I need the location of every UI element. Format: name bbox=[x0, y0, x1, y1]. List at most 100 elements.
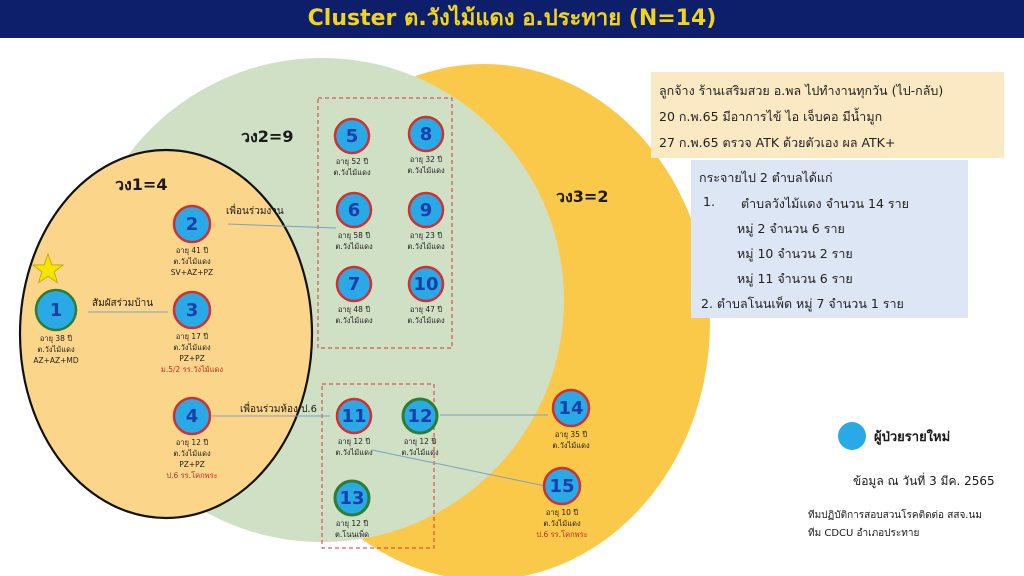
title-bar bbox=[0, 0, 1024, 38]
case-node-detail: ต.วังไม้แดง bbox=[333, 168, 371, 177]
case-node-detail: อายุ 58 ปี bbox=[338, 231, 370, 240]
case-node-detail: อายุ 35 ปี bbox=[555, 430, 587, 439]
case-node-detail: อายุ 12 ปี bbox=[176, 438, 208, 447]
case-node-detail: อายุ 12 ปี bbox=[336, 519, 368, 528]
case-node-detail: อายุ 52 ปี bbox=[336, 157, 368, 166]
case-node-detail: ต.วังไม้แดง bbox=[335, 316, 373, 325]
case-node-school: ป.6 รร.โคกพระ bbox=[536, 530, 587, 539]
case-node-number: 2 bbox=[186, 214, 199, 235]
case-node-circle bbox=[335, 397, 373, 435]
case-node-school: ม.5/2 รร.วังไม้แดง bbox=[161, 365, 224, 374]
team-credit-2: ทีม CDCU อำเภอประทาย bbox=[808, 528, 920, 539]
case-node-detail: PZ+PZ bbox=[179, 460, 205, 469]
case-node-detail: ต.วังไม้แดง bbox=[173, 343, 211, 352]
case-node-circle bbox=[333, 117, 371, 155]
case-node-number: 11 bbox=[341, 406, 366, 427]
relation-household: สัมผัสร่วมบ้าน bbox=[92, 297, 153, 309]
case-node-circle bbox=[335, 265, 373, 303]
relation-coworker: เพื่อนร่วมงาน bbox=[226, 203, 284, 217]
case-node-circle bbox=[333, 479, 371, 517]
case-node-circle bbox=[401, 397, 439, 435]
case-node-circle bbox=[542, 466, 582, 506]
spread-sub-1: หมู่ 2 จำนวน 6 ราย bbox=[737, 221, 845, 236]
case-node-13: 13 อายุ 12 ปีต.โนนเพ็ด bbox=[333, 479, 371, 539]
ring-1 bbox=[18, 148, 314, 520]
case-node-number: 7 bbox=[348, 274, 361, 295]
case-node-circle bbox=[551, 388, 591, 428]
group-box-classmates bbox=[321, 383, 435, 549]
case-node-detail: SV+AZ+PZ bbox=[171, 268, 213, 277]
case-node-2: 2 อายุ 41 ปีต.วังไม้แดง SV+AZ+PZ bbox=[171, 204, 213, 277]
spread-sub-2: หมู่ 10 จำนวน 2 ราย bbox=[737, 246, 853, 261]
case-node-detail: ต.วังไม้แดง bbox=[407, 242, 445, 251]
case-node-detail: อายุ 32 ปี bbox=[410, 155, 442, 164]
link-11-to-15 bbox=[371, 449, 546, 487]
new-case-legend-icon bbox=[838, 422, 866, 450]
spread-item-1: ตำบลวังไม้แดง จำนวน 14 ราย bbox=[741, 196, 909, 211]
case-node-11: 11 อายุ 12 ปีต.วังไม้แดง bbox=[335, 397, 373, 457]
case-node-detail: ต.วังไม้แดง bbox=[407, 166, 445, 175]
case-node-detail: อายุ 23 ปี bbox=[410, 231, 442, 240]
case-node-detail: ต.วังไม้แดง bbox=[335, 448, 373, 457]
case-node-number: 8 bbox=[420, 124, 433, 145]
case-node-number: 12 bbox=[407, 406, 432, 427]
case-node-4: 4 อายุ 12 ปีต.วังไม้แดง PZ+PZ ป.6 รร.โคกพระ bbox=[166, 396, 218, 480]
case-node-detail: อายุ 10 ปี bbox=[546, 508, 578, 517]
case-node-detail: ต.วังไม้แดง bbox=[552, 441, 590, 450]
index-case-star-icon bbox=[31, 252, 65, 284]
spread-item-1-number: 1. bbox=[703, 194, 715, 209]
case-node-8: 8 อายุ 32 ปีต.วังไม้แดง bbox=[407, 115, 445, 175]
case-node-circle bbox=[34, 288, 78, 332]
case-node-detail: ต.วังไม้แดง bbox=[173, 257, 211, 266]
legend-label: ผู้ป่วยรายใหม่ bbox=[874, 430, 951, 445]
case-node-detail: อายุ 41 ปี bbox=[176, 246, 208, 255]
data-date: ข้อมูล ณ วันที่ 3 มีค. 2565 bbox=[853, 474, 995, 488]
relation-classmate: เพื่อนร่วมห้อง ป.6 bbox=[240, 401, 317, 415]
case-node-detail: อายุ 12 ปี bbox=[338, 437, 370, 446]
case-node-detail: ต.วังไม้แดง bbox=[543, 519, 581, 528]
case-node-number: 3 bbox=[186, 300, 199, 321]
case-node-circle bbox=[407, 191, 445, 229]
case-node-number: 13 bbox=[339, 488, 364, 509]
case-node-circle bbox=[172, 396, 212, 436]
case-node-detail: AZ+AZ+MD bbox=[33, 356, 79, 365]
page-title: Cluster ต.วังไม้แดง อ.ประทาย (N=14) bbox=[307, 6, 717, 31]
case-node-detail: ต.โนนเพ็ด bbox=[335, 529, 369, 539]
ring-2-label: วง2=9 bbox=[241, 127, 293, 146]
case-node-detail: อายุ 47 ปี bbox=[410, 305, 442, 314]
case-node-circle bbox=[407, 115, 445, 153]
case-node-detail: ต.วังไม้แดง bbox=[173, 449, 211, 458]
case-node-1: 1 อายุ 38 ปีต.วังไม้แดง AZ+AZ+MD bbox=[33, 288, 79, 365]
ring-1-label: วง1=4 bbox=[115, 175, 167, 194]
case-node-number: 15 bbox=[549, 476, 574, 497]
case-node-detail: PZ+PZ bbox=[179, 354, 205, 363]
ring-3-label: วง3=2 bbox=[556, 187, 608, 206]
case-node-detail: ต.วังไม้แดง bbox=[37, 345, 75, 354]
info-line-1: ลูกจ้าง ร้านเสริมสวย อ.พล ไปทำงานทุกวัน … bbox=[659, 83, 944, 98]
case-node-circle bbox=[407, 265, 445, 303]
case-node-14: 14 อายุ 35 ปีต.วังไม้แดง bbox=[551, 388, 591, 450]
case-node-number: 4 bbox=[186, 406, 199, 427]
case-node-detail: ต.วังไม้แดง bbox=[335, 242, 373, 251]
case-node-school: ป.6 รร.โคกพระ bbox=[166, 471, 217, 480]
index-case-info-box: ลูกจ้าง ร้านเสริมสวย อ.พล ไปทำงานทุกวัน … bbox=[651, 72, 1004, 158]
case-node-number: 1 bbox=[50, 300, 63, 321]
case-node-detail: อายุ 38 ปี bbox=[40, 334, 72, 343]
case-node-circle bbox=[335, 191, 373, 229]
case-node-number: 10 bbox=[413, 274, 438, 295]
case-node-6: 6 อายุ 58 ปีต.วังไม้แดง bbox=[335, 191, 373, 251]
case-node-number: 14 bbox=[558, 398, 583, 419]
case-node-circle bbox=[172, 290, 212, 330]
info-line-3: 27 ก.พ.65 ตรวจ ATK ด้วยตัวเอง ผล ATK+ bbox=[659, 135, 896, 150]
team-credit-1: ทีมปฏิบัติการสอบสวนโรคติดต่อ สสจ.นม bbox=[808, 510, 982, 521]
case-node-number: 6 bbox=[348, 200, 361, 221]
spread-item-2: 2. ตำบลโนนเพ็ด หมู่ 7 จำนวน 1 ราย bbox=[701, 296, 904, 311]
